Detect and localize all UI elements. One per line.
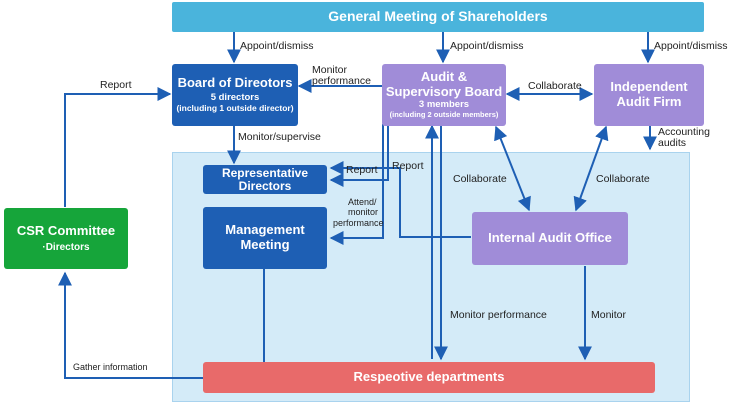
board-members: 5 directors xyxy=(210,92,260,104)
board-outside: (including 1 outside director) xyxy=(176,103,294,114)
audit-board-members: 3 members xyxy=(418,99,470,111)
board-box: Board of Direotors 5 directors (includin… xyxy=(172,64,298,126)
csr-title: CSR Committee xyxy=(16,222,116,238)
audit-firm-title-2: Audit Firm xyxy=(616,94,682,109)
label-attend-1: Attend/ xyxy=(348,197,377,207)
label-attend-3: performance xyxy=(333,218,384,228)
edge-report-audit xyxy=(329,124,389,187)
label-report-csr: Report xyxy=(100,79,132,91)
rep-directors-title-1: Representative xyxy=(221,165,309,180)
csr-members: ·Directors xyxy=(42,241,90,253)
rep-directors-box: Representative Directors xyxy=(203,165,327,194)
label-monitor-performance: Monitor performance xyxy=(450,309,547,321)
label-appoint-2: Appoint/dismiss xyxy=(450,40,524,52)
mgmt-meeting-box: Management Meeting xyxy=(203,207,327,269)
label-appoint-3: Appoint/dismiss xyxy=(654,40,728,52)
departments-title: Respeotive departments xyxy=(353,369,505,385)
edge-collab-left xyxy=(494,125,531,212)
edge-attend xyxy=(329,124,384,245)
label-report-1: Report xyxy=(346,164,378,176)
label-collaborate-top: Collaborate xyxy=(528,80,582,92)
edge-gather xyxy=(58,271,203,379)
audit-firm-box: Independent Audit Firm xyxy=(594,64,704,126)
shareholders-box: General Meeting of Shareholders xyxy=(172,2,704,32)
audit-board-box: Audit & Supervisory Board 3 members (inc… xyxy=(382,64,506,126)
audit-board-title-2: Supervisory Board xyxy=(385,83,503,99)
label-gather: Gather information xyxy=(73,362,148,372)
label-appoint-1: Appoint/dismiss xyxy=(240,40,314,52)
label-monitor-supervise: Monitor/supervise xyxy=(238,131,321,143)
label-monitor-perf-1: Monitor xyxy=(312,64,348,76)
label-monitor-perf-2: performance xyxy=(312,75,371,87)
edge-csr-report xyxy=(64,87,172,207)
shareholders-title: General Meeting of Shareholders xyxy=(328,8,548,25)
csr-box: CSR Committee ·Directors xyxy=(4,208,128,269)
label-accounting-2: audits xyxy=(658,137,687,149)
audit-firm-title-1: Independent xyxy=(610,79,688,95)
departments-box: Respeotive departments xyxy=(203,362,655,393)
label-collaborate-left: Collaborate xyxy=(453,173,507,185)
mgmt-meeting-title-1: Management xyxy=(225,222,305,238)
audit-board-outside: (including 2 outside members) xyxy=(389,110,499,120)
audit-board-title-1: Audit & xyxy=(420,69,468,85)
internal-audit-title: Internal Audit Office xyxy=(488,230,612,246)
edge-report-internal xyxy=(329,161,471,238)
label-accounting-1: Accounting xyxy=(658,126,710,138)
rep-directors-title-2: Directors xyxy=(238,178,292,193)
label-monitor: Monitor xyxy=(591,309,627,321)
board-title: Board of Direotors xyxy=(177,74,293,90)
internal-audit-box: Internal Audit Office xyxy=(472,212,628,265)
edge-collab-right xyxy=(573,125,609,212)
label-report-2: Report xyxy=(392,160,424,172)
mgmt-meeting-title-2: Meeting xyxy=(240,237,290,252)
label-attend-2: monitor xyxy=(348,207,379,217)
label-collaborate-right: Collaborate xyxy=(596,173,650,185)
